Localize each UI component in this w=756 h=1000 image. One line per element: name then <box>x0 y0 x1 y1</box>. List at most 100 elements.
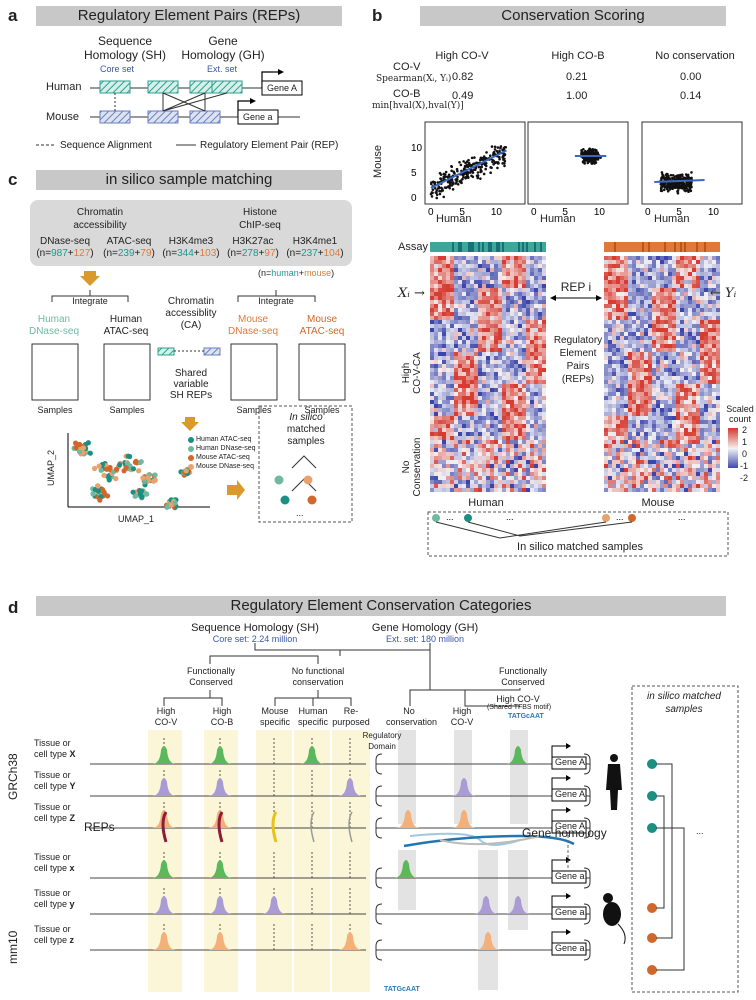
heatmap-cell <box>692 324 696 328</box>
heatmap-cell <box>628 256 632 260</box>
heatmap-cell <box>506 376 510 380</box>
heatmap-cell <box>518 340 522 344</box>
heatmap-cell <box>708 268 712 272</box>
scatter-point <box>470 174 473 178</box>
heatmap-cell <box>446 424 450 428</box>
heatmap-cell <box>518 436 522 440</box>
heatmap-cell <box>466 488 470 492</box>
assay-bar-cell <box>666 242 668 252</box>
heatmap-cell <box>474 344 478 348</box>
assay-bar-cell <box>650 242 652 252</box>
heatmap-cell <box>462 324 466 328</box>
scatter-point <box>671 176 674 180</box>
heatmap-cell <box>430 364 434 368</box>
heatmap-cell <box>506 460 510 464</box>
heatmap-cell <box>632 284 636 288</box>
heatmap-cell <box>486 372 490 376</box>
heatmap-cell <box>450 328 454 332</box>
heatmap-cell <box>530 308 534 312</box>
heatmap-cell <box>530 484 534 488</box>
heatmap-cell <box>660 276 664 280</box>
heatmap-cell <box>518 360 522 364</box>
heatmap-cell <box>534 468 538 472</box>
heatmap-cell <box>526 332 530 336</box>
heatmap-cell <box>474 320 478 324</box>
heatmap-cell <box>530 372 534 376</box>
heatmap-cell <box>522 320 526 324</box>
heatmap-cell <box>534 352 538 356</box>
heatmap-cell <box>494 300 498 304</box>
heatmap-cell <box>542 448 546 452</box>
heatmap-cell <box>478 428 482 432</box>
heatmap-cell <box>442 264 446 268</box>
heatmap-cell <box>470 320 474 324</box>
heatmap-cell <box>628 316 632 320</box>
scatter-point <box>503 153 507 156</box>
heatmap-cell <box>700 312 704 316</box>
heatmap-cell <box>518 328 522 332</box>
heatmap-cell <box>510 320 514 324</box>
heatmap-cell <box>486 444 490 448</box>
heatmap-cell <box>446 280 450 284</box>
heatmap-cell <box>498 348 502 352</box>
heatmap-cell <box>502 412 506 416</box>
heatmap-cell <box>430 360 434 364</box>
heatmap-cell <box>450 384 454 388</box>
heatmap-cell <box>534 400 538 404</box>
heatmap-cell <box>538 444 542 448</box>
heatmap-cell <box>648 288 652 292</box>
heatmap-cell <box>526 268 530 272</box>
heatmap-cell <box>506 360 510 364</box>
gene-label: Gene a <box>555 907 585 917</box>
heatmap-cell <box>482 328 486 332</box>
heatmap-cell <box>522 472 526 476</box>
heatmap-cell <box>482 448 486 452</box>
heatmap-cell <box>526 472 530 476</box>
heatmap-cell <box>616 324 620 328</box>
assay-bar-cell <box>470 242 472 252</box>
scatter-point <box>586 161 590 165</box>
heatmap-cell <box>696 292 700 296</box>
heatmap-cell <box>478 300 482 304</box>
heatmap-cell <box>442 412 446 416</box>
scatter-point <box>465 163 469 167</box>
heatmap-cell <box>668 312 672 316</box>
heatmap-cell <box>668 256 672 260</box>
heatmap-cell <box>446 264 450 268</box>
heatmap-cell <box>664 280 668 284</box>
heatmap-cell <box>542 364 546 368</box>
scatter-x-label-1: Human <box>436 213 472 225</box>
heatmap-cell <box>474 432 478 436</box>
heatmap-cell <box>704 332 708 336</box>
heatmap-cell <box>502 472 506 476</box>
heatmap-cell <box>450 472 454 476</box>
heatmap-cell <box>612 296 616 300</box>
heatmap-cell <box>700 328 704 332</box>
scatter-point <box>669 173 673 177</box>
assay-bar-cell <box>502 242 504 252</box>
heatmap-cell <box>430 256 434 260</box>
heatmap-cell <box>680 320 684 324</box>
heatmap-cell <box>518 308 522 312</box>
scatter-point <box>498 155 501 159</box>
heatmap-cell <box>518 320 522 324</box>
heatmap-cell <box>486 276 490 280</box>
heatmap-cell <box>660 336 664 340</box>
heatmap-cell <box>494 356 498 360</box>
heatmap-cell <box>446 344 450 348</box>
heatmap-cell <box>514 308 518 312</box>
cob-formula: min[hval(X),hval(Y)] <box>372 101 464 111</box>
heatmap-cell <box>534 420 538 424</box>
heatmap-cell <box>616 320 620 324</box>
heatmap-cell <box>498 448 502 452</box>
heatmap-cell <box>462 284 466 288</box>
heatmap-cell <box>462 476 466 480</box>
heatmap-cell <box>446 304 450 308</box>
heatmap-cell <box>442 376 446 380</box>
heatmap-cell <box>700 264 704 268</box>
heatmap-cell <box>466 460 470 464</box>
heatmap-cell <box>482 376 486 380</box>
heatmap-cell <box>430 268 434 272</box>
heatmap-cell <box>510 308 514 312</box>
heatmap-cell <box>498 480 502 484</box>
